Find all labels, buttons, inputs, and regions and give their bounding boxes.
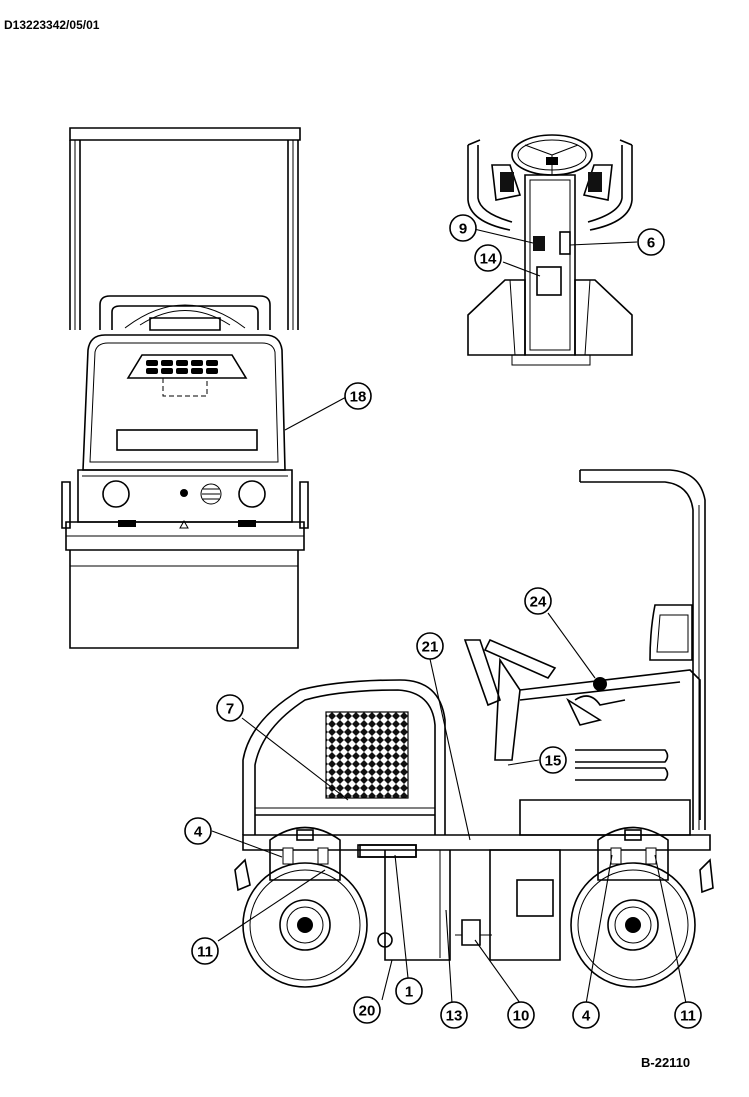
callout-13: 13	[440, 1001, 468, 1029]
svg-text:6: 6	[647, 235, 655, 252]
svg-text:24: 24	[530, 594, 547, 611]
callout-4-rear: 4	[184, 817, 212, 845]
callout-4-front: 4	[572, 1001, 600, 1029]
svg-text:20: 20	[359, 1003, 376, 1020]
svg-text:7: 7	[226, 701, 234, 718]
figure-id: B-22110	[641, 1055, 691, 1070]
callout-24: 24	[524, 587, 552, 615]
callout-21: 21	[416, 632, 444, 660]
document-id: D13223342/05/01	[4, 18, 100, 32]
callout-6: 6	[637, 228, 665, 256]
svg-text:13: 13	[446, 1008, 463, 1025]
top-view	[467, 134, 633, 366]
callout-15: 15	[539, 746, 567, 774]
callout-14: 14	[474, 244, 502, 272]
svg-text:4: 4	[194, 824, 203, 841]
svg-text:15: 15	[545, 753, 562, 770]
callout-10: 10	[507, 1001, 535, 1029]
svg-text:14: 14	[480, 251, 497, 268]
svg-text:18: 18	[350, 389, 367, 406]
callout-9: 9	[449, 214, 477, 242]
svg-text:10: 10	[513, 1008, 530, 1025]
front-view	[61, 127, 309, 649]
callout-11-front: 11	[674, 1001, 702, 1029]
callout-leaders	[211, 228, 687, 1005]
svg-text:11: 11	[197, 944, 213, 961]
callout-7: 7	[216, 694, 244, 722]
callout-20: 20	[353, 996, 381, 1024]
callout-18: 18	[344, 382, 372, 410]
svg-text:9: 9	[459, 221, 467, 238]
svg-text:4: 4	[582, 1008, 591, 1025]
svg-text:11: 11	[680, 1008, 696, 1025]
svg-text:21: 21	[422, 639, 439, 656]
callout-11-rear: 11	[191, 937, 219, 965]
svg-text:1: 1	[405, 984, 413, 1001]
callout-1: 1	[395, 977, 423, 1005]
side-view	[234, 469, 714, 988]
